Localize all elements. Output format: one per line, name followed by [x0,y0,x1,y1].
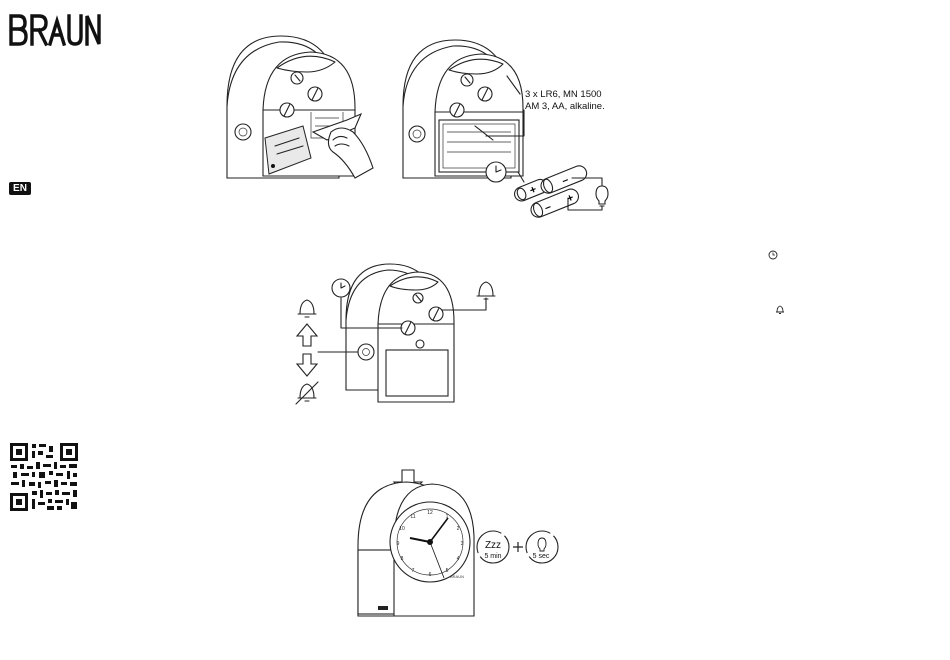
clock-icon [332,279,350,297]
snooze-duration: 5 min [482,553,504,560]
svg-text:6: 6 [429,572,432,578]
battery-door-open-illustration [215,28,380,188]
spec-leader-line [484,108,526,138]
svg-text:BRAUN: BRAUN [450,574,464,579]
bell-icon [298,300,316,317]
svg-text:5: 5 [446,568,449,574]
battery-spec-text: 3 x LR6, MN 1500 AM 3, AA, alkaline. [525,89,605,112]
svg-text:7: 7 [412,568,415,574]
qr-code-icon [9,442,79,512]
svg-text:4: 4 [457,556,460,562]
arrow-down-icon [297,354,317,376]
svg-text:3: 3 [461,541,464,547]
clock-icon [486,162,506,182]
braun-logo [8,12,102,48]
alarm-settings-illustration [290,260,510,410]
bell-off-icon [296,382,318,404]
battery-spec-line2: AM 3, AA, alkaline. [525,101,605,113]
clock-icon [768,250,778,260]
snooze-label: Zzz [482,540,504,551]
svg-text:12: 12 [427,510,433,516]
battery-spec-line1: 3 x LR6, MN 1500 [525,89,605,101]
arrow-up-icon [297,324,317,346]
bell-icon [477,282,495,299]
svg-text:2: 2 [457,526,460,532]
language-badge: EN [9,182,31,195]
svg-text:9: 9 [397,541,400,547]
svg-text:10: 10 [399,526,405,532]
svg-text:8: 8 [401,556,404,562]
light-duration: 5 sec [530,553,552,560]
svg-text:11: 11 [410,514,415,520]
batteries-illustration: + – – + [484,152,614,232]
bell-icon [775,304,785,315]
light-bulb-icon [596,186,608,206]
